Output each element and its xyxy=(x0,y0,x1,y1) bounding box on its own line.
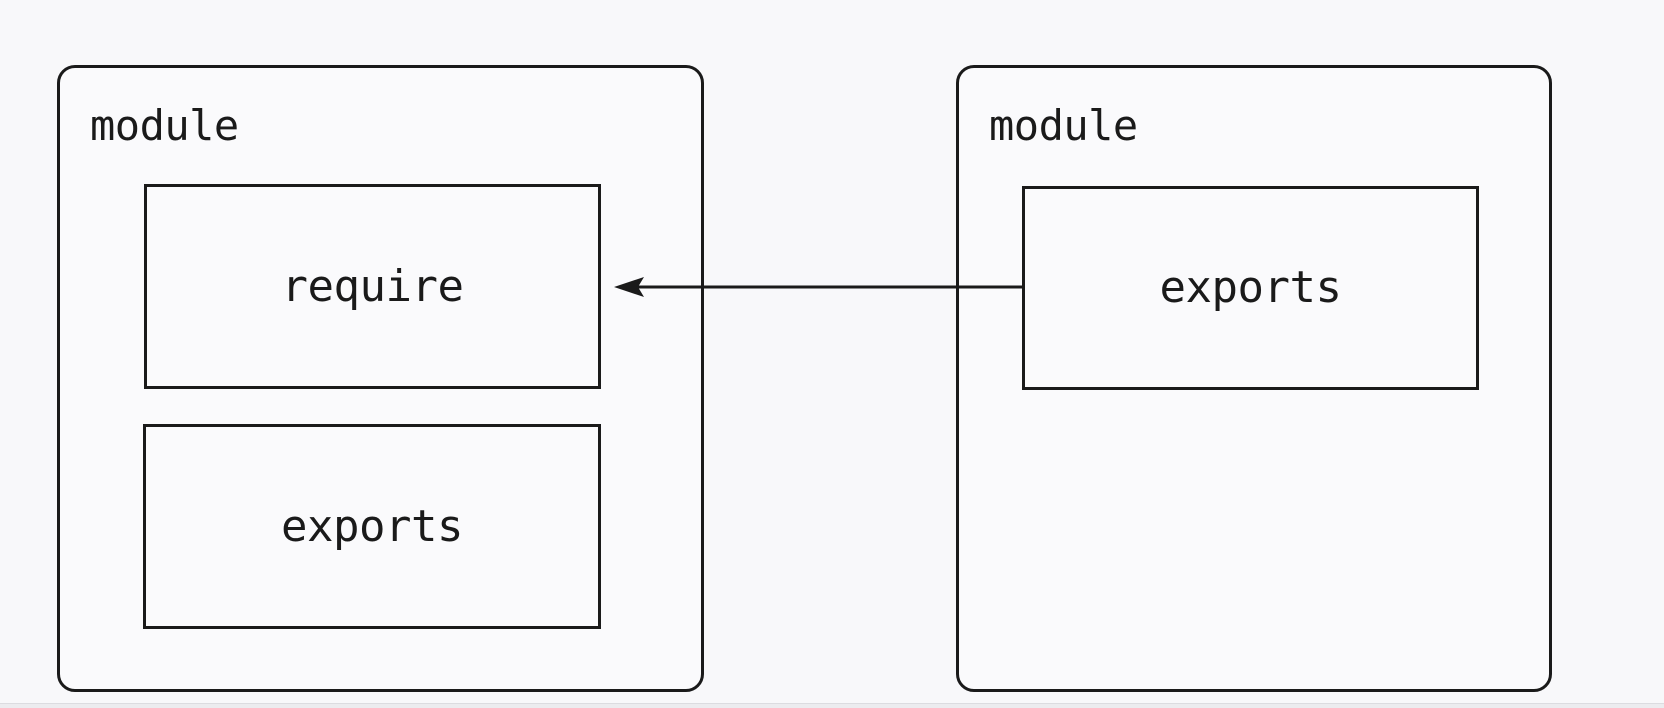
module-left-label: module xyxy=(90,101,239,150)
right-exports-box: exports xyxy=(1022,186,1479,390)
module-right-label: module xyxy=(989,101,1138,150)
right-exports-label: exports xyxy=(1159,262,1342,313)
bottom-divider xyxy=(0,703,1664,708)
require-label: require xyxy=(281,260,464,312)
left-exports-label: exports xyxy=(281,500,463,552)
require-box: require xyxy=(144,184,601,389)
left-exports-box: exports xyxy=(143,424,601,629)
